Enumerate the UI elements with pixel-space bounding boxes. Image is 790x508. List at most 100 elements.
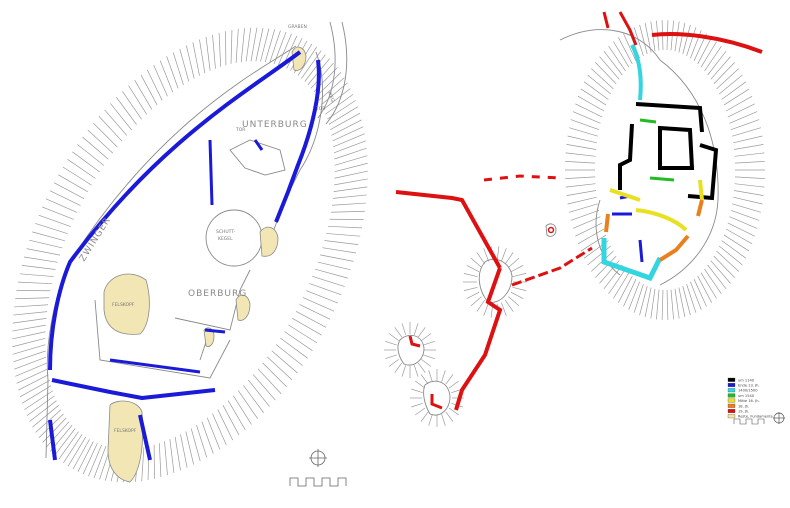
slope-hatch-stroke [240,28,245,63]
slope-hatch-stroke [423,340,435,346]
slope-hatch-stroke [323,88,351,110]
slope-hatch-stroke [428,370,433,382]
wall-black-keep [618,102,719,201]
slope-hatch-stroke [16,290,51,292]
slope-hatch-stroke [306,290,338,304]
slope-hatch-stroke [729,216,758,229]
slope-hatch-stroke [734,176,765,179]
slope-hatch-stroke [77,144,105,166]
lower-walls-blue [48,414,152,461]
slope-hatch-stroke [686,27,697,57]
legend-label: um 1140 [738,378,755,382]
access-path-left [317,21,348,125]
slope-hatch-stroke [617,37,633,65]
scale-bar-icon [289,477,347,487]
slope-hatch-stroke [723,234,750,252]
slope-hatch-stroke [417,362,426,373]
label-schuttkegel-2: KEGEL [218,236,233,242]
slope-hatch-stroke [463,273,478,278]
rock-outcrop-3 [259,226,279,257]
slope-hatch-stroke [734,183,765,188]
slope-hatch-stroke [15,362,47,377]
legend-label: 1400/1500 [738,389,758,393]
label-zwinger: ZWINGER [78,216,113,264]
slope-hatch-stroke [72,151,100,173]
slope-hatch-stroke [280,337,308,359]
slope-hatch-stroke [512,286,527,291]
slope-hatch-stroke [420,374,429,385]
slope-hatch-stroke [595,62,617,85]
slope-hatch-stroke [218,32,222,67]
slope-hatch-stroke [414,407,426,416]
slope-hatch-stroke [401,365,407,377]
slope-hatch-stroke [661,289,664,320]
rock-outcrop-6 [203,327,215,347]
slope-hatch-stroke [575,222,603,237]
slope-hatch-stroke [733,135,763,144]
slope-hatch-stroke [245,27,252,62]
slope-hatch-stroke [159,60,174,93]
slope-hatch-stroke [77,441,94,472]
slope-hatch-stroke [186,45,195,79]
slope-hatch-stroke [297,46,317,76]
slope-hatch-stroke [299,304,331,320]
slope-hatch-stroke [639,286,648,316]
slope-hatch-stroke [238,390,258,419]
slope-hatch-stroke [483,248,489,262]
slope-hatching-left [12,27,368,483]
slope-hatch-stroke [82,136,109,160]
slope-hatch-stroke [727,222,755,237]
slope-hatch-stroke [32,231,66,242]
slope-hatch-stroke [496,246,500,261]
legend-label: 18. Jh. [738,404,749,408]
slope-hatch-stroke [169,439,175,474]
slope-hatch-stroke [201,421,214,454]
wall-cyan-south [601,238,663,282]
slope-hatch-stroke [332,126,364,142]
slope-hatch-stroke [199,39,206,74]
slope-hatch-stroke [322,247,357,254]
well-outline [545,223,557,237]
slope-hatch-stroke [716,68,739,90]
label-tor-top: TOR [315,106,325,112]
slope-hatch-stroke [212,413,227,446]
slope-hatch-stroke [633,27,644,57]
slope-hatch-stroke [54,428,76,456]
slope-hatch-stroke [104,109,128,136]
slope-hatch-stroke [674,21,680,52]
slope-hatch-stroke [257,368,282,394]
label-felskopf-2: FELSKOPF [114,428,137,434]
slope-hatch-stroke [411,388,423,394]
slope-hatch-stroke [565,183,596,188]
slope-hatch-stroke [565,161,596,164]
slope-hatch-stroke [12,337,46,348]
slope-hatch-stroke [510,264,524,273]
slope-hatch-stroke [385,354,397,360]
slope-hatch-stroke [45,198,78,213]
slope-hatch-stroke [710,56,731,80]
slope-hatch-stroke [483,302,489,316]
label-schuttkegel-1: SCHUTT- [216,229,236,235]
legend-swatch [727,377,736,382]
slope-hatch-stroke [682,286,691,316]
slope-hatch-stroke [583,81,609,100]
slope-hatch-stroke [670,289,674,320]
slope-hatch-stroke [288,324,318,344]
wall-red-west [395,190,502,269]
slope-hatch-stroke [697,37,713,65]
slope-hatch-stroke [448,380,460,389]
well-red [547,226,555,234]
slope-hatch-stroke [567,135,597,144]
legend-label: 19. Jh. [738,410,749,414]
slope-hatch-stroke [508,257,520,268]
slope-hatch-stroke [316,72,342,97]
slope-hatch-stroke [196,424,208,458]
slope-hatch-stroke [330,210,365,213]
label-oberburg: OBERBURG [188,289,247,299]
scale-bar-icon [733,418,765,425]
slope-hatch-stroke [35,223,68,235]
slope-hatch-stroke [501,302,507,316]
slope-hatch-stroke [26,248,60,256]
slope-hatch-stroke [192,42,200,76]
legend-label: um 1540 [738,394,755,398]
